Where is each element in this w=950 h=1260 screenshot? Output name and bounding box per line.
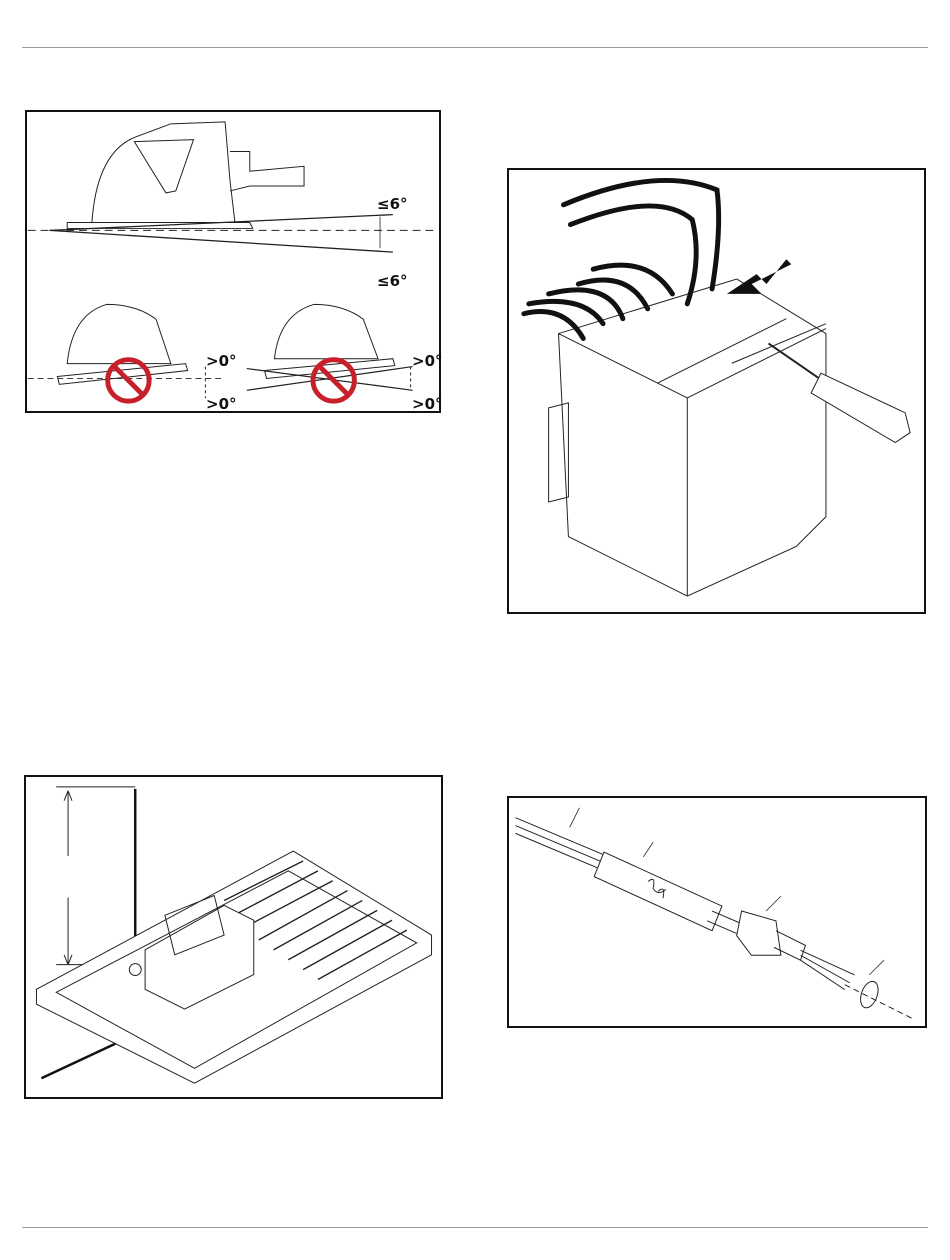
terminal-block-illustration [521,177,911,597]
figure-luminaire-open [24,775,443,1099]
arrow-icon [726,259,792,294]
luminaire-housing-illustration [35,786,433,1084]
lower-tolerance-label: ≤6° [377,272,408,290]
leveling-illustration [27,121,439,404]
left-upper-angle-label: >0° [206,352,237,370]
gland-nut [736,910,782,956]
figure-leveling: ≤6° ≤6° >0° >0° >0° >0° [25,110,443,413]
upper-tolerance-label: ≤6° [377,195,408,213]
figure-cable-gland [507,796,927,1028]
figure-terminal-wiring [507,168,926,614]
right-lower-angle-label: >0° [412,395,443,413]
prohibited-icon-right [310,357,357,404]
screwdriver-icon [810,372,911,444]
footer-rule [22,1227,928,1228]
left-lower-angle-label: >0° [206,395,237,413]
cable-gland-illustration [515,807,914,1020]
right-upper-angle-label: >0° [412,352,443,370]
prohibited-icon-left [105,357,152,404]
header-rule [22,47,928,48]
